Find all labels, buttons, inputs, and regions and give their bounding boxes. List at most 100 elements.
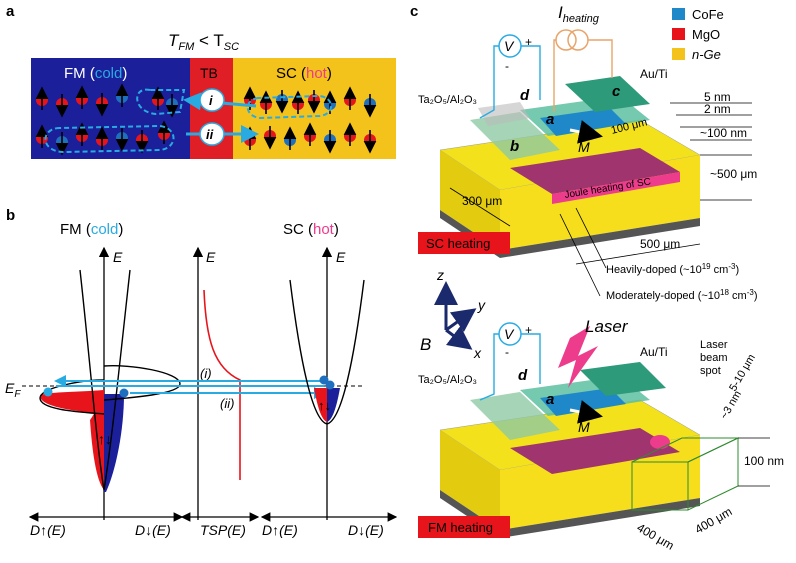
panel-c-letter: c [410,3,418,20]
contact-c-2 [580,362,666,396]
voltmeter-top-plus: + [525,35,532,49]
label-i: (i) [200,366,212,381]
process-ii-label: ii [206,127,214,142]
dim-5-10um: 5-10 μm [727,352,758,393]
au-ti-label-top: Au/Ti [640,67,668,81]
voltmeter-bottom-plus: + [525,323,532,337]
laser-bolt-icon [558,326,598,388]
fm-electron-2 [43,387,53,397]
dim-400um-b: 400 μm [693,504,735,536]
dim-300-line [449,187,511,227]
b-label: B [420,335,431,354]
legend: CoFe MgO n-Ge [672,7,724,62]
wire-i-right [588,39,613,78]
laser-label: Laser [585,317,629,336]
wire-v-minus-2 [479,333,499,401]
fm-label: FM (cold) [64,65,127,82]
dim-3nm: ~3 nm [718,389,744,422]
fm-electron [119,388,129,398]
current-source-a [555,29,577,51]
device-sc-heating: Joule heating of SC a b c d M V + - Ihea… [418,3,757,302]
laser-spot [650,435,670,449]
x-axis [445,325,473,350]
contact-a-label-2: a [546,391,554,408]
fm-title: FM (cold) [60,221,123,238]
magnetization-arrow [569,120,603,144]
contact-d-label-2: d [518,367,528,384]
substrate-base-2 [440,490,700,538]
contact-b-label: b [510,138,519,155]
sc-down-band [327,388,340,422]
sc-electron-2 [325,380,335,390]
fm-x-left: D↑(E) [30,522,66,538]
contact-c [565,76,650,112]
sc-title: SC (hot) [283,221,339,238]
sc-parabola [289,279,365,425]
moderately-leader [559,213,601,297]
panel-a-title: TFM < TSC [168,31,239,53]
voltmeter-top-label: V [504,38,515,54]
fm-e-label: E [113,249,123,265]
legend-mgo: MgO [692,27,720,42]
ta2o5-label-top: Ta₂O₅/Al₂O₃ [418,94,477,106]
dim-500-line [575,243,701,265]
fm-majority-band [40,390,104,414]
x-label: x [473,345,482,361]
thickness-100nm: ~100 nm [700,126,747,140]
contact-b-2 [470,392,560,440]
heavily-leader [575,207,607,269]
fm-majority-curve [39,379,105,415]
dim-300um: 300 μm [462,194,502,208]
tsp-x-label: TSP(E) [200,522,246,538]
dim-400um-a: 400 μm [635,520,677,552]
sc-heating-tag [418,232,510,254]
sc-group-i [246,94,332,120]
substrate-left-2 [440,430,500,530]
fm-minority-band [104,394,124,492]
fm-x-right: D↓(E) [135,522,171,538]
panel-b-letter: b [6,207,15,224]
laser-spot-label-1: Laser [700,339,728,351]
au-ti-label-bottom: Au/Ti [640,345,668,359]
sc-e-label: E [336,249,346,265]
legend-cofe: CoFe [692,7,724,22]
fm-heating-label: FM heating [428,520,493,535]
laser-spot-label-2: beam [700,352,728,364]
legend-swatch-mgo [672,28,685,40]
moderately-label: Moderately-doped (~1018 cm-3) [606,288,757,302]
fm-parabola [79,269,131,491]
sc-x-left: D↑(E) [262,522,298,538]
magnetization-label-2: M [578,419,590,435]
dim-100nm: 100 nm [744,454,784,468]
fm-spin-up-arrow: ↑↓ [98,431,112,447]
thickness-500um: ~500 μm [710,167,757,181]
process-i-label: i [209,93,213,108]
contact-c-label: c [612,83,621,100]
y-axis [445,308,477,332]
joule-strip [552,172,680,204]
wire-i-left [553,39,556,112]
thickness-5nm: 5 nm [704,90,731,104]
contact-a-label: a [546,111,554,128]
process-ii-badge [199,122,225,146]
wire-v-plus [521,45,541,100]
sc-label: SC (hot) [276,65,332,82]
legend-nge: n-Ge [692,47,721,62]
contact-d-label: d [520,87,530,104]
magnetization-label: M [578,139,590,155]
spin-particles [35,83,377,156]
sc-spin-arrows: ↑↓ [318,398,331,413]
sc-heating-label: SC heating [426,236,490,251]
dim-500um: 500 μm [640,237,680,251]
mgo-layer-2 [510,428,680,474]
tsp-e-label: E [206,249,216,265]
i-heating-label: Iheating [558,3,600,25]
process-i-badge [199,88,225,112]
coordinate-axes: z y x B [420,267,486,361]
fm-heating-tag [418,516,510,538]
voltmeter-bottom-label: V [504,326,515,342]
ef-label: EF [5,380,21,400]
wire-v-minus [479,45,499,119]
device-fm-heating: a d M V + - Laser Au/Ti Ta₂O₅/Al₂O₃ Lase… [418,317,784,553]
